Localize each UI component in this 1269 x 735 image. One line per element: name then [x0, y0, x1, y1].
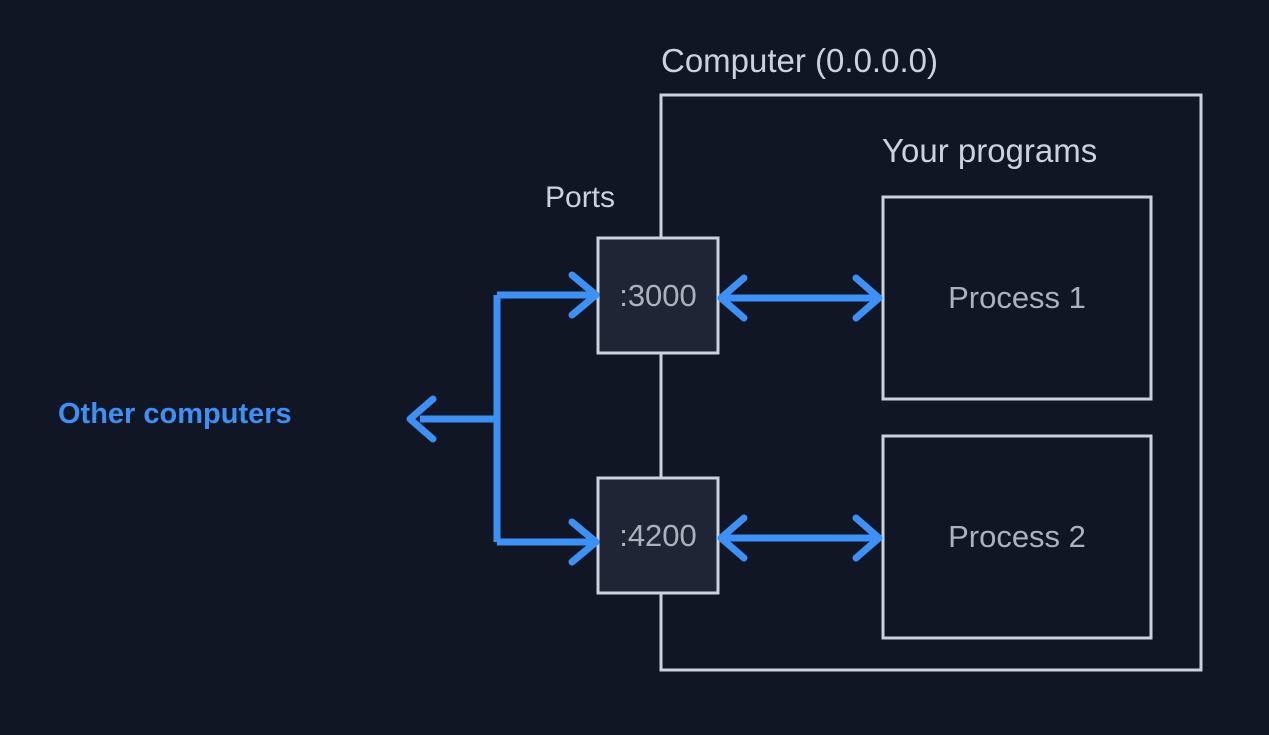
arrowhead-into-port-3000: [568, 271, 600, 319]
arrowhead-into-port-4200: [568, 518, 600, 566]
process-box-1[interactable]: [881, 195, 1153, 401]
ports-label: Ports: [545, 181, 616, 214]
your-programs-label: Your programs: [882, 132, 1098, 169]
arrowhead-process-2-right: [852, 514, 883, 562]
arrowhead-port-3000-left: [717, 274, 748, 322]
process-box-2[interactable]: [881, 434, 1153, 640]
computer-label: Computer (0.0.0.0): [661, 42, 938, 79]
port-box-3000[interactable]: [596, 236, 720, 355]
port-4200-label[interactable]: :4200: [619, 517, 697, 553]
process-2-label[interactable]: Process 2: [948, 519, 1086, 554]
arrowhead-port-4200-left: [717, 514, 748, 562]
port-3000-label[interactable]: :3000: [619, 277, 697, 313]
process-1-label[interactable]: Process 1: [948, 280, 1086, 315]
arrowhead-process-1-right: [852, 274, 883, 322]
network-bus: [420, 291, 592, 546]
other-computers-label: Other computers: [58, 398, 292, 430]
port-box-4200[interactable]: [596, 476, 720, 595]
arrowhead-to-other-computers: [406, 395, 437, 443]
